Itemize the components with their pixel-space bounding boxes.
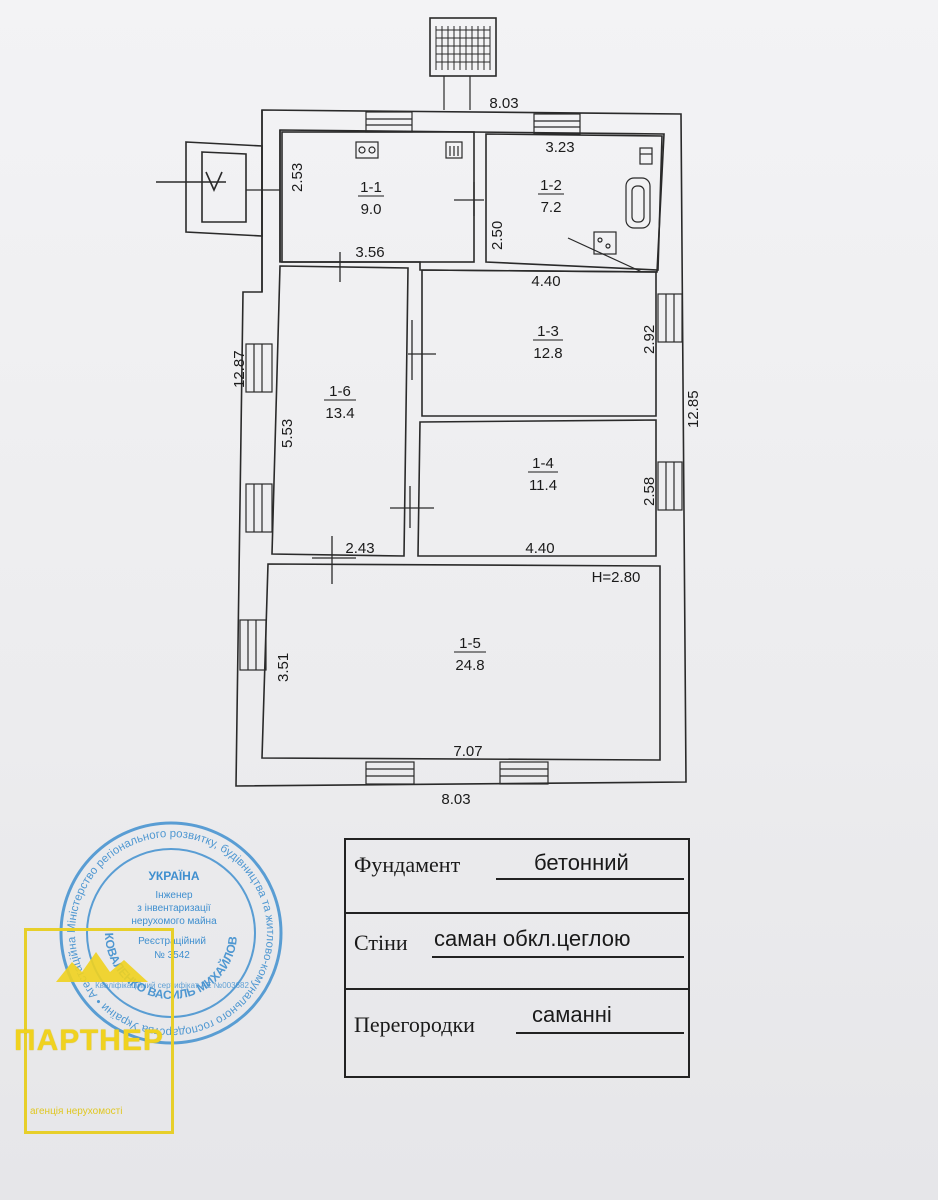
windows: [239, 111, 683, 785]
room-label-1-6: 1-6 13.4: [324, 383, 356, 422]
room-1-3-outline: [421, 269, 657, 417]
spec-row-partitions: Перегородки саманні: [346, 992, 688, 1072]
room-label-1-4: 1-4 11.4: [528, 455, 558, 494]
dim-bottom-width: 8.03: [441, 791, 470, 808]
dim-room-1-3-width: 4.40: [531, 273, 560, 290]
room-label-1-3: 1-3 12.8: [533, 323, 563, 362]
construction-spec-table: Фундамент бетонний Стіни саман обкл.цегл…: [344, 838, 690, 1078]
spec-separator: [346, 912, 688, 914]
sink-icon: [445, 141, 463, 159]
svg-text:13.4: 13.4: [325, 405, 354, 422]
foundation-label: Фундамент: [354, 852, 461, 877]
dim-room-1-4-width: 4.40: [525, 540, 554, 557]
partitions-underline: [516, 1032, 684, 1034]
stamp-role-1: Інженер: [155, 890, 193, 901]
partitions-label: Перегородки: [354, 1012, 475, 1037]
svg-text:12.8: 12.8: [533, 345, 562, 362]
outer-walls: [235, 109, 687, 787]
svg-text:1-1: 1-1: [360, 179, 382, 196]
dim-room-1-2-width: 3.23: [545, 139, 574, 156]
boiler-icon: [567, 231, 643, 273]
kitchen-stove-icon: [355, 141, 379, 159]
room-label-1-1: 1-1 9.0: [358, 179, 384, 218]
room-label-1-5: 1-5 24.8: [454, 635, 486, 674]
svg-text:1-5: 1-5: [459, 635, 481, 652]
stamp-role-3: нерухомого майна: [131, 916, 217, 927]
spec-separator: [346, 988, 688, 990]
partitions-value: саманні: [532, 1002, 612, 1027]
dim-room-1-3-height: 2.92: [641, 325, 658, 354]
room-1-6-outline: [271, 265, 409, 557]
dim-room-1-5-height: 3.51: [275, 653, 292, 682]
dim-room-1-6-width: 2.43: [345, 540, 374, 557]
dim-left-height: 12.87: [231, 350, 248, 388]
svg-text:9.0: 9.0: [361, 201, 382, 218]
room-label-1-2: 1-2 7.2: [538, 177, 564, 216]
agency-logo-icon: [56, 952, 148, 982]
walls-label: Стіни: [354, 930, 408, 955]
svg-text:1-3: 1-3: [537, 323, 559, 340]
svg-text:1-6: 1-6: [329, 383, 351, 400]
stamp-country: УКРАЇНА: [148, 868, 199, 883]
agency-watermark-frame: [24, 928, 174, 1134]
dim-room-1-6-height: 5.53: [279, 419, 296, 448]
dim-room-1-1-height: 2.53: [289, 163, 306, 192]
svg-text:1-4: 1-4: [532, 455, 554, 472]
dim-room-1-2-height: 2.50: [489, 221, 506, 250]
dim-right-height: 12.85: [685, 390, 702, 428]
agency-name: ПАРТНЕР: [14, 1024, 164, 1057]
dim-room-1-1-width: 3.56: [355, 244, 384, 261]
walls-value: саман обкл.цеглою: [434, 926, 631, 951]
svg-text:11.4: 11.4: [529, 477, 557, 494]
room-1-4-outline: [417, 419, 657, 557]
room-1-5-outline: [261, 563, 661, 761]
room-1-2-outline: [485, 133, 663, 271]
spec-row-walls: Стіни саман обкл.цеглою: [346, 916, 688, 996]
door-marks: [312, 182, 484, 584]
svg-text:24.8: 24.8: [455, 657, 484, 674]
svg-text:7.2: 7.2: [541, 199, 562, 216]
foundation-underline: [496, 878, 684, 880]
spec-row-foundation: Фундамент бетонний: [346, 840, 688, 920]
dim-room-1-4-height: 2.58: [641, 477, 658, 506]
dim-top-width: 8.03: [489, 95, 518, 112]
bathtub-icon: [625, 177, 651, 229]
toilet-icon: [639, 147, 653, 165]
entrance-porch: [156, 141, 280, 237]
foundation-value: бетонний: [534, 850, 629, 875]
agency-tagline: агенція нерухомості: [30, 1106, 123, 1117]
walls-underline: [432, 956, 684, 958]
dim-room-1-5-width: 7.07: [453, 743, 482, 760]
chimney: [429, 17, 497, 110]
stamp-role-2: з інвентаризації: [137, 903, 211, 914]
svg-text:1-2: 1-2: [540, 177, 562, 194]
dim-ceiling-height: H=2.80: [592, 569, 641, 586]
